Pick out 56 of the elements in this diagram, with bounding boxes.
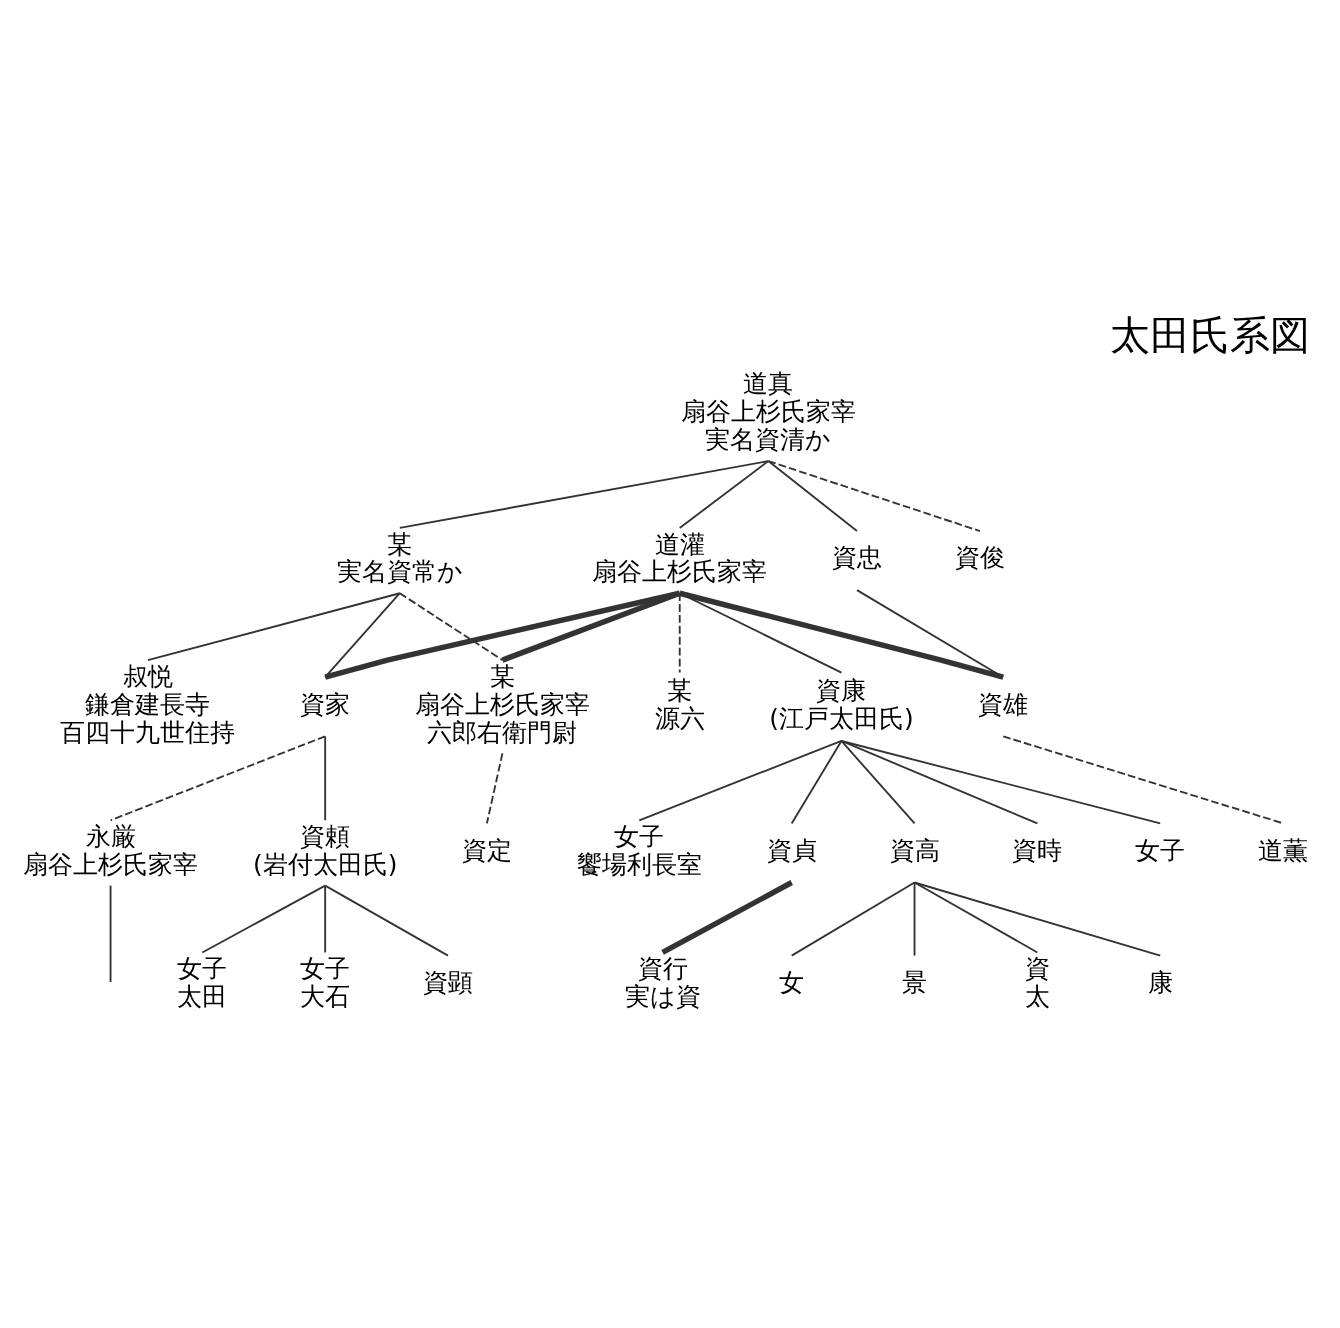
diagram-title: 太田氏系図 — [1110, 310, 1310, 359]
connector — [201, 884, 327, 954]
connector — [146, 592, 401, 662]
node-text: 道薫 — [1258, 835, 1309, 865]
connector — [767, 460, 981, 532]
connector — [485, 752, 504, 825]
node-text: 資貞 — [766, 835, 817, 865]
connector — [398, 460, 770, 529]
node-text: 資行 実は資 — [624, 954, 701, 1012]
connector — [913, 881, 916, 957]
node-text: 資高 — [889, 835, 940, 865]
node-text: 某 実名資常か — [336, 529, 463, 587]
connector — [638, 740, 843, 822]
connector — [324, 735, 327, 822]
connector — [661, 880, 793, 955]
node-text: 資定 — [461, 835, 512, 865]
node-text: 女子 饗場利長室 — [576, 821, 702, 879]
connector — [678, 460, 770, 529]
connector — [840, 740, 1162, 825]
connector — [501, 590, 681, 663]
node-text: 女 — [779, 968, 805, 998]
node-text: 某 源六 — [654, 675, 705, 733]
node-text: 資 太 — [1024, 954, 1050, 1012]
node-text: 叔悦 鎌倉建長寺 百四十九世住持 — [60, 661, 236, 747]
connector — [913, 881, 1039, 954]
node-text: 道灌 扇谷上杉氏家宰 — [592, 529, 768, 587]
node-text: 女子 — [1135, 835, 1186, 865]
connector — [767, 460, 858, 532]
node-text: 資頼 (岩付太田氏) — [252, 821, 398, 879]
node-text: 某 扇谷上杉氏家宰 六郎右衛門尉 — [414, 661, 590, 747]
node-text: 資雄 — [978, 689, 1029, 719]
connector — [324, 884, 449, 957]
node-text: 資家 — [300, 689, 351, 719]
node-text: 康 — [1147, 968, 1173, 998]
node-text: 女子 太田 — [177, 954, 228, 1012]
node-text: 資時 — [1012, 835, 1063, 865]
connector — [398, 592, 504, 662]
connector — [840, 740, 916, 825]
connector — [324, 884, 327, 954]
connector — [109, 884, 112, 983]
connector — [790, 740, 843, 825]
node-text: 女子 大石 — [300, 954, 351, 1012]
node-text: 資俊 — [954, 543, 1005, 573]
connector — [679, 590, 1004, 680]
connector — [856, 589, 1005, 679]
node-text: 永厳 扇谷上杉氏家宰 — [23, 821, 199, 879]
connector — [840, 740, 1039, 825]
node-text: 資顕 — [423, 968, 474, 998]
connector — [324, 590, 681, 680]
connector — [790, 881, 916, 957]
connector — [913, 881, 1162, 957]
node-text: 資康 (江戸太田氏) — [769, 675, 914, 733]
node-text: 景 — [902, 968, 928, 998]
node-text: 資忠 — [832, 543, 882, 573]
connector — [109, 735, 327, 822]
node-text: 道真 扇谷上杉氏家宰 実名資清か — [680, 369, 856, 455]
